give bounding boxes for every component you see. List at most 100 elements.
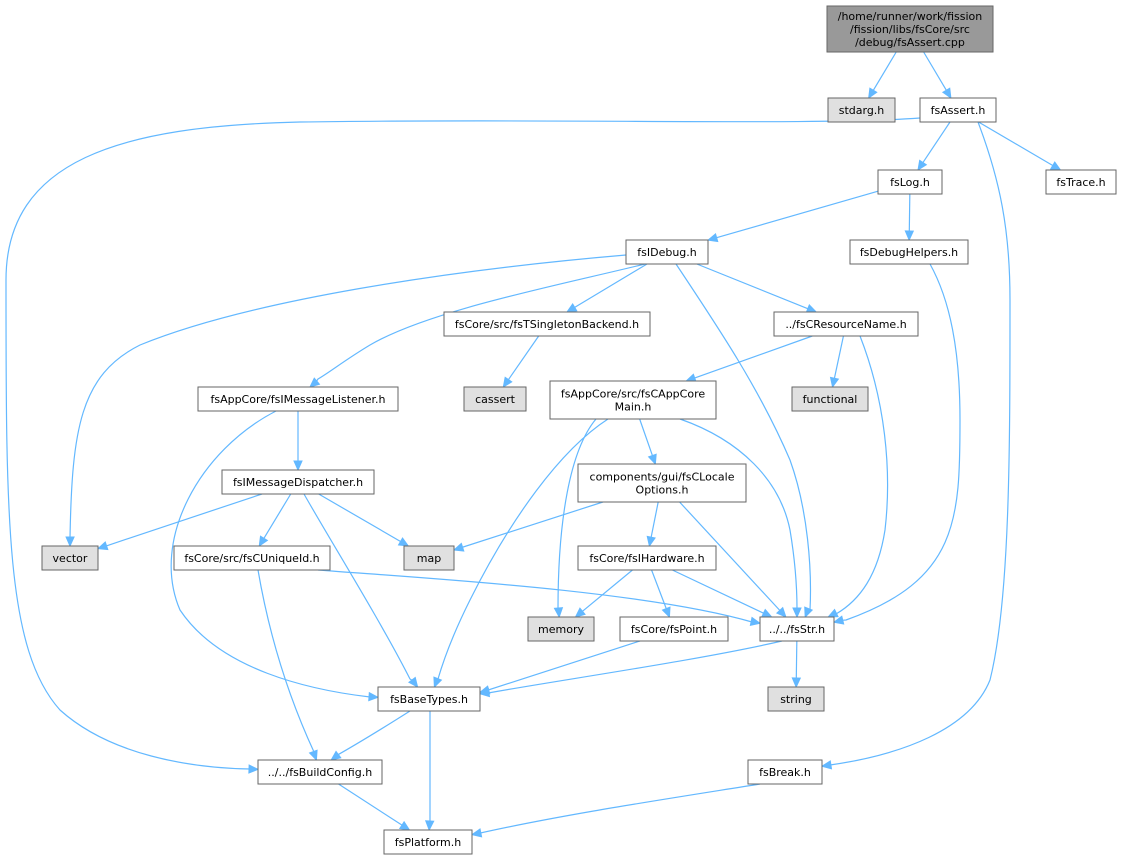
edge-fsCResourceName-to-fsStr	[835, 335, 889, 615]
edge-root-to-stdarg	[872, 51, 897, 92]
node-fsPlatform[interactable]: fsPlatform.h	[383, 829, 473, 855]
node-box-fsIMessageListener	[197, 386, 399, 412]
edge-fsIMessageDispatcher-to-fsBaseTypes-arrowhead	[408, 676, 419, 688]
node-box-fsBaseTypes	[377, 686, 481, 712]
node-label-fsBreak: fsBreak.h	[759, 766, 811, 779]
node-label-fsCAppCoreMain: Main.h	[615, 401, 652, 414]
node-label-fsIHardware: fsCore/fsIHardware.h	[589, 552, 704, 565]
node-label-root: /home/runner/work/fission	[838, 10, 983, 23]
node-label-fsDebugHelpers: fsDebugHelpers.h	[860, 246, 958, 259]
edge-fsIMessageDispatcher-to-vector-arrowhead	[96, 541, 109, 551]
node-box-map	[403, 545, 455, 571]
edge-fsIDebug-to-fsTSingletonBackend-arrowhead	[565, 303, 578, 313]
node-box-fsStr	[759, 616, 835, 642]
node-fsIMessageListener[interactable]: fsAppCore/fsIMessageListener.h	[197, 386, 399, 412]
edge-fsCLocaleOptions-to-map	[461, 501, 604, 549]
node-fsLog[interactable]: fsLog.h	[877, 169, 943, 195]
edge-fsTSingletonBackend-to-cassert-arrowhead	[502, 376, 513, 389]
node-label-fsAssert: fsAssert.h	[931, 104, 986, 117]
node-label-string: string	[780, 693, 812, 706]
node-box-fsBuildConfig	[257, 759, 383, 785]
node-label-root: /debug/fsAssert.cpp	[855, 36, 965, 49]
edge-fsIMessageDispatcher-to-fsCUniqueId	[262, 493, 292, 540]
edge-fsCAppCoreMain-to-memory-arrowhead	[553, 607, 564, 619]
node-fsIMessageDispatcher[interactable]: fsIMessageDispatcher.h	[221, 469, 375, 495]
node-fsBuildConfig[interactable]: ../../fsBuildConfig.h	[257, 759, 383, 785]
node-fsTSingletonBackend[interactable]: fsCore/src/fsTSingletonBackend.h	[443, 311, 651, 337]
node-fsIDebug[interactable]: fsIDebug.h	[625, 239, 709, 265]
edges-layer	[5, 51, 1062, 838]
node-fsDebugHelpers[interactable]: fsDebugHelpers.h	[849, 239, 969, 265]
node-label-fsIMessageDispatcher: fsIMessageDispatcher.h	[233, 476, 363, 489]
node-label-fsCLocaleOptions: Options.h	[636, 484, 689, 497]
node-box-fsIDebug	[625, 239, 709, 265]
node-label-memory: memory	[538, 623, 584, 636]
node-fsAssert[interactable]: fsAssert.h	[919, 97, 997, 123]
node-fsCResourceName[interactable]: ../fsCResourceName.h	[773, 311, 919, 337]
edge-fsAssert-to-fsLog	[921, 121, 951, 164]
node-cassert: cassert	[463, 386, 527, 412]
edge-fsStr-to-fsBaseTypes-arrowhead	[478, 687, 491, 698]
node-label-fsStr: ../../fsStr.h	[769, 623, 825, 636]
edge-fsIMessageDispatcher-to-vector	[105, 493, 263, 547]
edge-fsCUniqueId-to-fsBuildConfig-arrowhead	[308, 749, 318, 762]
node-label-fsIMessageListener: fsAppCore/fsIMessageListener.h	[210, 393, 385, 406]
edge-fsIDebug-to-fsStr-arrowhead	[804, 606, 814, 619]
nodes-layer: /home/runner/work/fission/fission/libs/f…	[41, 5, 1117, 855]
node-label-fsCLocaleOptions: components/gui/fsCLocale	[590, 471, 735, 484]
node-fsTrace[interactable]: fsTrace.h	[1045, 169, 1117, 195]
node-box-stdarg	[827, 97, 896, 123]
edge-fsCResourceName-to-functional-arrowhead	[829, 376, 840, 389]
edge-fsAssert-to-fsTrace	[978, 121, 1054, 167]
edge-fsCAppCoreMain-to-fsCLocaleOptions-arrowhead	[647, 453, 657, 466]
node-box-cassert	[463, 386, 527, 412]
edge-fsIHardware-to-fsStr	[672, 569, 765, 615]
node-label-fsLog: fsLog.h	[890, 176, 930, 189]
node-label-fsPlatform: fsPlatform.h	[395, 836, 461, 849]
edge-fsIDebug-to-vector-arrowhead	[65, 536, 75, 548]
edge-fsBreak-to-fsPlatform-arrowhead	[470, 828, 483, 838]
edge-fsPoint-to-fsBaseTypes	[481, 640, 641, 693]
node-label-fsCAppCoreMain: fsAppCore/src/fsCAppCore	[561, 388, 705, 401]
edge-fsIHardware-to-fsStr-arrowhead	[761, 608, 773, 618]
node-map: map	[403, 545, 455, 571]
edge-fsIDebug-to-fsCResourceName	[696, 263, 809, 310]
edge-fsCLocaleOptions-to-map-arrowhead	[452, 542, 465, 552]
node-box-string	[767, 686, 825, 712]
node-box-fsIMessageDispatcher	[221, 469, 375, 495]
node-fsStr[interactable]: ../../fsStr.h	[759, 616, 835, 642]
node-fsPoint[interactable]: fsCore/fsPoint.h	[619, 616, 729, 642]
node-fsBaseTypes[interactable]: fsBaseTypes.h	[377, 686, 481, 712]
edge-fsIDebug-to-fsCResourceName-arrowhead	[805, 304, 818, 313]
edge-fsCAppCoreMain-to-fsStr-arrowhead	[792, 607, 802, 619]
node-vector: vector	[41, 545, 99, 571]
edge-fsIMessageListener-to-fsBaseTypes-arrowhead	[368, 691, 380, 702]
node-fsIHardware[interactable]: fsCore/fsIHardware.h	[577, 545, 717, 571]
edge-fsIDebug-to-fsIMessageListener-arrowhead	[309, 377, 321, 388]
node-root: /home/runner/work/fission/fission/libs/f…	[826, 5, 994, 53]
node-label-fsBaseTypes: fsBaseTypes.h	[390, 693, 468, 706]
edge-fsIMessageListener-to-fsBaseTypes	[170, 410, 371, 698]
edge-fsDebugHelpers-to-fsStr	[841, 263, 961, 621]
edge-fsBaseTypes-to-fsBuildConfig-arrowhead	[330, 750, 342, 761]
edge-fsIDebug-to-fsIMessageListener	[315, 263, 646, 383]
node-stdarg: stdarg.h	[827, 97, 896, 123]
node-memory: memory	[527, 616, 595, 642]
edge-fsIHardware-to-memory	[581, 569, 633, 613]
edge-fsCAppCoreMain-to-fsCLocaleOptions	[639, 418, 654, 457]
node-box-fsTSingletonBackend	[443, 311, 651, 337]
edge-fsCAppCoreMain-to-fsStr	[679, 418, 798, 610]
node-fsCUniqueId[interactable]: fsCore/src/fsCUniqueId.h	[173, 545, 331, 571]
edge-fsCLocaleOptions-to-fsStr	[679, 501, 781, 612]
edge-fsIMessageDispatcher-to-fsCUniqueId-arrowhead	[258, 535, 269, 548]
edge-fsCAppCoreMain-to-memory	[557, 418, 597, 610]
node-label-fsPoint: fsCore/fsPoint.h	[631, 623, 717, 636]
node-fsBreak[interactable]: fsBreak.h	[747, 759, 823, 785]
edge-fsIDebug-to-fsTSingletonBackend	[573, 263, 648, 309]
node-box-fsPlatform	[383, 829, 473, 855]
node-box-fsTrace	[1045, 169, 1117, 195]
